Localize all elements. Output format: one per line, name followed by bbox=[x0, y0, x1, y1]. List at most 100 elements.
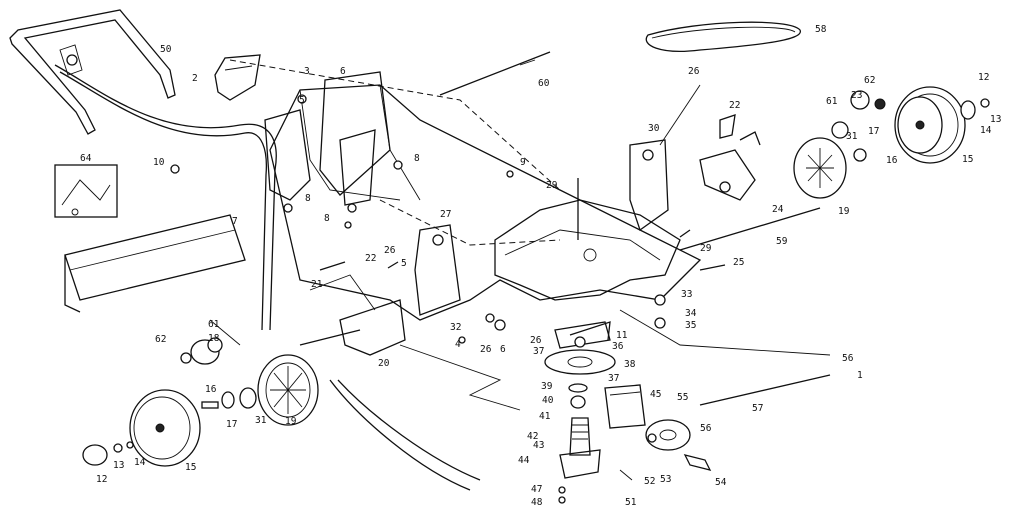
label-31b: 31 bbox=[255, 415, 267, 426]
left-drive-gear bbox=[180, 337, 319, 426]
deck-shell bbox=[494, 199, 681, 301]
label-24: 24 bbox=[772, 204, 784, 215]
label-26c: 26 bbox=[480, 344, 492, 355]
label-19b: 19 bbox=[285, 416, 297, 427]
rods bbox=[439, 51, 831, 406]
label-29b: 29 bbox=[700, 243, 712, 254]
left-axle bbox=[299, 274, 406, 356]
label-3: 3 bbox=[304, 66, 310, 77]
label-34: 34 bbox=[685, 308, 697, 319]
discharge-chute bbox=[214, 54, 261, 101]
label-29: 29 bbox=[546, 180, 558, 191]
label-13b: 13 bbox=[113, 460, 124, 471]
part-labels: 50 2 3 6 5 60 58 26 22 62 23 61 12 13 14… bbox=[80, 24, 1001, 508]
label-38: 38 bbox=[624, 359, 636, 370]
label-36: 36 bbox=[612, 341, 624, 352]
label-19: 19 bbox=[838, 206, 850, 217]
hardware bbox=[170, 114, 736, 344]
label-23: 23 bbox=[851, 90, 862, 101]
label-5: 5 bbox=[299, 95, 305, 106]
label-21: 21 bbox=[311, 279, 323, 290]
blade-adapter bbox=[544, 321, 616, 409]
label-57: 57 bbox=[752, 403, 763, 414]
label-15: 15 bbox=[962, 154, 973, 165]
label-16b: 16 bbox=[205, 384, 217, 395]
label-43: 43 bbox=[533, 440, 544, 451]
rear-deflector bbox=[699, 131, 761, 201]
label-12b: 12 bbox=[96, 474, 107, 485]
label-44: 44 bbox=[518, 455, 530, 466]
label-52: 52 bbox=[644, 476, 655, 487]
label-39: 39 bbox=[541, 381, 553, 392]
label-27: 27 bbox=[440, 209, 451, 220]
label-14b: 14 bbox=[134, 457, 146, 468]
label-26b: 26 bbox=[384, 245, 396, 256]
label-11: 11 bbox=[616, 330, 628, 341]
label-64: 64 bbox=[80, 153, 92, 164]
drive-belt bbox=[645, 21, 801, 52]
label-17b: 17 bbox=[226, 419, 237, 430]
label-41: 41 bbox=[539, 411, 551, 422]
label-26d: 26 bbox=[530, 335, 542, 346]
left-rear-wheel bbox=[82, 389, 201, 467]
label-59: 59 bbox=[776, 236, 788, 247]
label-40: 40 bbox=[542, 395, 554, 406]
label-56: 56 bbox=[842, 353, 854, 364]
mower-deck bbox=[229, 59, 702, 321]
label-8b: 8 bbox=[305, 193, 311, 204]
label-60: 60 bbox=[538, 78, 550, 89]
label-17: 17 bbox=[868, 126, 879, 137]
height-adjuster-left bbox=[414, 224, 461, 316]
height-adjuster-right bbox=[629, 84, 701, 232]
label-26: 26 bbox=[688, 66, 700, 77]
label-20: 20 bbox=[378, 358, 390, 369]
right-rear-wheel bbox=[894, 86, 990, 164]
label-5b: 5 bbox=[401, 258, 407, 269]
label-50: 50 bbox=[160, 44, 172, 55]
label-37b: 37 bbox=[608, 373, 619, 384]
label-55: 55 bbox=[677, 392, 688, 403]
label-30: 30 bbox=[648, 123, 660, 134]
label-8: 8 bbox=[414, 153, 420, 164]
label-33: 33 bbox=[681, 289, 692, 300]
label-4: 4 bbox=[455, 339, 461, 350]
cables bbox=[209, 309, 831, 491]
label-9: 9 bbox=[520, 157, 526, 168]
label-18: 18 bbox=[208, 333, 220, 344]
right-drive-gear bbox=[793, 90, 886, 199]
label-31: 31 bbox=[846, 131, 858, 142]
label-58: 58 bbox=[815, 24, 827, 35]
rear-housing bbox=[264, 71, 403, 213]
label-54: 54 bbox=[715, 477, 727, 488]
label-6: 6 bbox=[340, 66, 346, 77]
label-22: 22 bbox=[729, 100, 740, 111]
label-61: 61 bbox=[826, 96, 838, 107]
label-2: 2 bbox=[192, 73, 198, 84]
label-12: 12 bbox=[978, 72, 989, 83]
label-22b: 22 bbox=[365, 253, 376, 264]
label-62b: 62 bbox=[155, 334, 166, 345]
label-14: 14 bbox=[980, 125, 992, 136]
handle-assembly bbox=[9, 9, 277, 331]
label-37: 37 bbox=[533, 346, 544, 357]
label-6b: 6 bbox=[500, 344, 506, 355]
label-35: 35 bbox=[685, 320, 696, 331]
label-62: 62 bbox=[864, 75, 875, 86]
label-15b: 15 bbox=[185, 462, 196, 473]
battery-cover bbox=[604, 384, 646, 429]
label-32: 32 bbox=[450, 322, 461, 333]
label-56b: 56 bbox=[700, 423, 712, 434]
label-47: 47 bbox=[531, 484, 542, 495]
label-53: 53 bbox=[660, 474, 671, 485]
warning-decal bbox=[54, 164, 118, 218]
label-61b: 61 bbox=[208, 319, 220, 330]
label-13: 13 bbox=[990, 114, 1001, 125]
spindle bbox=[558, 417, 601, 504]
label-42: 42 bbox=[527, 431, 538, 442]
label-16: 16 bbox=[886, 155, 898, 166]
label-45: 45 bbox=[650, 389, 661, 400]
label-7: 7 bbox=[232, 216, 238, 227]
label-1: 1 bbox=[857, 370, 863, 381]
